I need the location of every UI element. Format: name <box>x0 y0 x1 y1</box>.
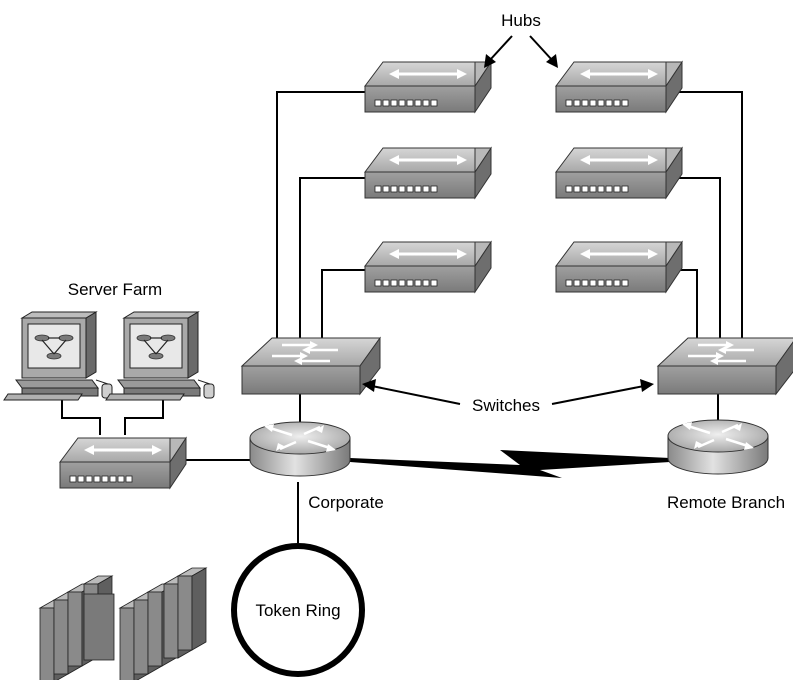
hubs-left <box>363 60 493 294</box>
hubs-right <box>554 60 684 294</box>
hubs-label: Hubs <box>501 11 541 30</box>
switches-label: Switches <box>472 396 540 415</box>
server-workstation <box>3 311 113 401</box>
hub <box>554 240 684 294</box>
server-workstation <box>105 311 215 401</box>
annotation-arrows <box>362 35 654 405</box>
corporate-label: Corporate <box>308 493 384 512</box>
hub <box>363 240 493 294</box>
token-ring-label: Token Ring <box>255 601 340 620</box>
mainframe-cluster <box>39 567 207 680</box>
corporate-router <box>248 420 352 478</box>
hub <box>554 146 684 200</box>
hub <box>554 60 684 114</box>
server-farm-hub <box>58 436 188 490</box>
token-ring <box>231 543 365 677</box>
wan-link <box>350 450 670 478</box>
corporate-switch <box>240 336 382 396</box>
hub <box>363 146 493 200</box>
server-farm-label: Server Farm <box>68 280 162 299</box>
hub <box>363 60 493 114</box>
remote-branch-label: Remote Branch <box>667 493 785 512</box>
remote-branch-switch <box>656 336 793 396</box>
remote-branch-router <box>666 418 770 476</box>
